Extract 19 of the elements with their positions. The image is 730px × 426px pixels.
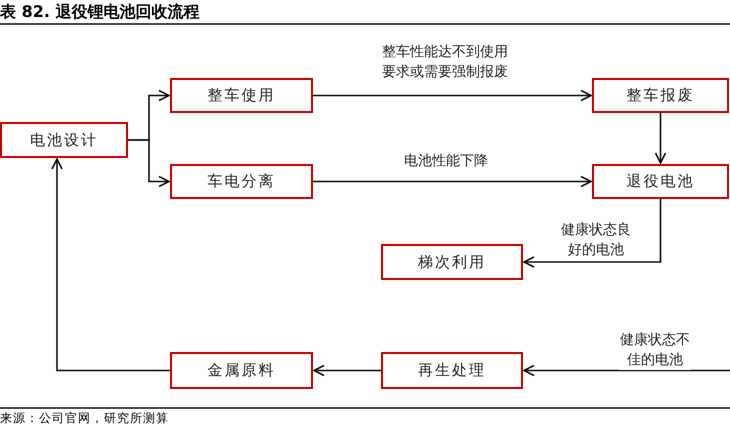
- arrow: [128, 139, 170, 188]
- title: 表 82. 退役锂电池回收流程: [0, 2, 200, 23]
- arrow: [523, 199, 662, 268]
- process-box: 电池设计: [0, 122, 128, 158]
- process-box: 梯次利用: [381, 244, 523, 280]
- arrow: [51, 158, 170, 372]
- arrow: [654, 113, 666, 164]
- arrow: [313, 364, 381, 376]
- process-box: 金属原料: [170, 352, 313, 389]
- edge-label: 健康状态不佳的电池: [619, 330, 691, 370]
- process-box: 整车使用: [170, 78, 313, 113]
- source-note: 来源：公司官网，研究所测算: [0, 410, 169, 426]
- arrow: [313, 176, 592, 188]
- process-box: 整车报废: [592, 78, 729, 113]
- arrow: [523, 364, 730, 376]
- process-box: 车电分离: [170, 164, 313, 199]
- process-box: 再生处理: [381, 352, 523, 389]
- arrow: [313, 90, 592, 102]
- process-box: 退役电池: [592, 164, 729, 199]
